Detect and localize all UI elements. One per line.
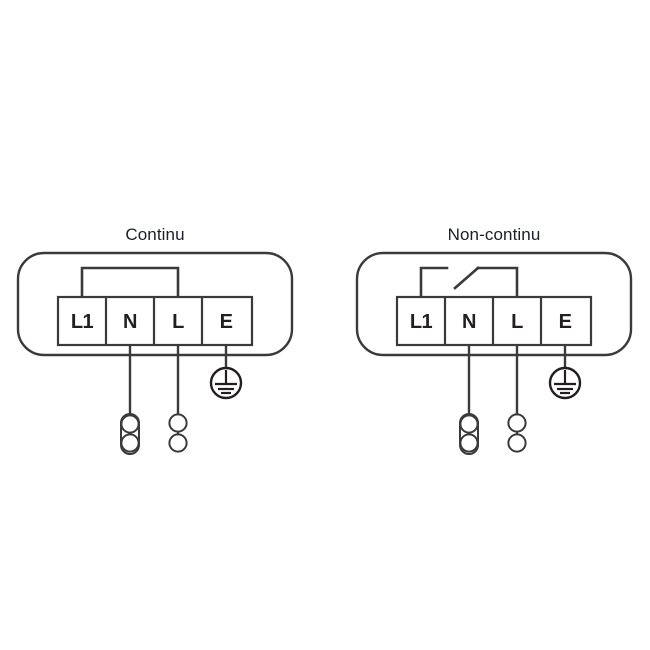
terminal-label-l: L <box>172 311 184 333</box>
terminal-label-l1: L1 <box>410 311 433 333</box>
terminal-label-n: N <box>123 311 137 333</box>
terminal-label-e: E <box>220 311 233 333</box>
earth-symbol-continu <box>209 366 243 400</box>
terminal-label-e: E <box>559 311 572 333</box>
diagram-title-non-continu: Non-continu <box>447 225 541 244</box>
enclosure-outline-non-continu <box>355 251 633 357</box>
connector-live-continu <box>168 413 188 453</box>
jumper-link-continu <box>80 266 180 299</box>
switch-contact-arm <box>453 266 480 290</box>
connector-neutral-non-continu <box>459 413 479 455</box>
terminal-label-l: L <box>511 311 523 333</box>
jumper-left-leg-non-continu <box>419 266 449 299</box>
earth-symbol-non-continu <box>548 366 582 400</box>
terminal-label-n: N <box>462 311 476 333</box>
diagram-title-continu: Continu <box>125 225 185 244</box>
diagram-non-continu: L1 N L E <box>355 251 633 455</box>
enclosure-outline-continu <box>16 251 294 357</box>
connector-neutral-continu <box>120 413 140 455</box>
connector-live-non-continu <box>507 413 527 453</box>
jumper-right-leg-non-continu <box>476 266 519 299</box>
terminal-label-l1: L1 <box>71 311 94 333</box>
diagram-continu: L1 N L E <box>16 251 294 455</box>
